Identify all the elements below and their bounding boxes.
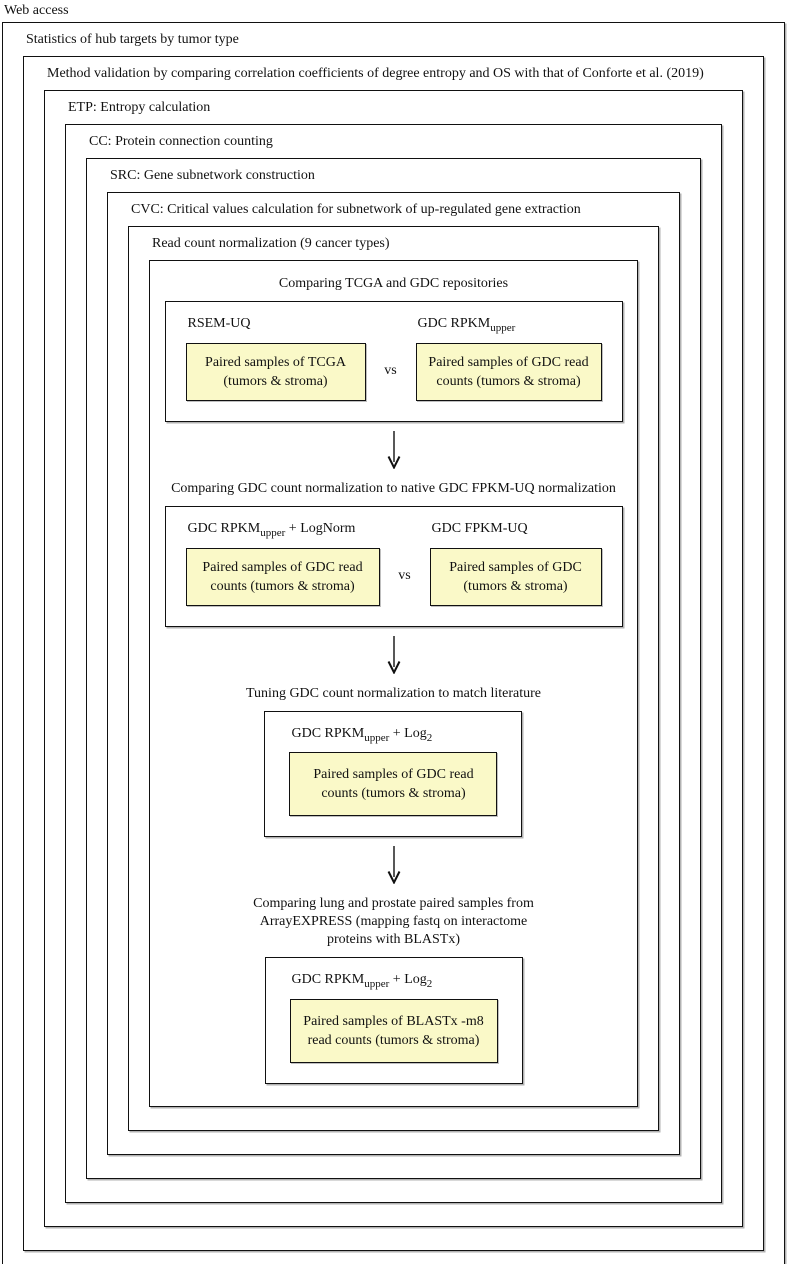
box-statistics-of-hub-targets: Statistics of hub targets by tumor type …: [2, 22, 785, 1264]
web-access-label: Web access: [4, 3, 69, 18]
sample-box-line: counts (tumors & stroma): [321, 786, 466, 802]
box-label-src: SRC: Gene subnetwork construction: [110, 168, 315, 183]
box-src-gene-subnetwork: SRC: Gene subnetwork construction CVC: C…: [86, 158, 701, 1180]
box-label-read-count-normalization: Read count normalization (9 cancer types…: [152, 236, 390, 251]
sample-box: Paired samples of GDC read counts (tumor…: [289, 752, 498, 817]
method-column: GDC FPKM-UQ Paired samples of GDC (tumor…: [429, 519, 602, 606]
down-arrow-icon: [387, 430, 400, 469]
method-column: GDC RPKMupper Paired samples of GDC read…: [415, 314, 602, 401]
box-label-statistics: Statistics of hub targets by tumor type: [26, 32, 239, 47]
method-label-mid: + Log: [389, 972, 427, 988]
stage-comparing-gdc-normalization: Comparing GDC count normalization to nat…: [164, 476, 623, 627]
sample-box-line: Paired samples of GDC read: [313, 767, 474, 783]
sample-box-line: (tumors & stroma): [223, 373, 328, 389]
method-label-base: GDC FPKM-UQ: [431, 520, 528, 536]
method-column: GDC RPKMupper + Log2 Paired samples of B…: [289, 970, 498, 1064]
stage-comparing-tcga-gdc: Comparing TCGA and GDC repositories RSEM…: [164, 271, 623, 422]
method-label: GDC FPKM-UQ: [432, 519, 602, 543]
method-label-base: GDC RPKM: [291, 725, 365, 741]
stage-heading: Comparing lung and prostate paired sampl…: [253, 896, 534, 948]
sample-box-line: read counts (tumors & stroma): [307, 1033, 480, 1049]
stage-tuning-gdc-normalization: Tuning GDC count normalization to match …: [246, 681, 541, 838]
sample-box-line: Paired samples of GDC read: [202, 559, 363, 575]
method-label: GDC RPKMupper + Log2: [291, 724, 497, 748]
stage-box: RSEM-UQ Paired samples of TCGA (tumors &…: [164, 301, 623, 422]
box-label-method-validation: Method validation by comparing correlati…: [47, 66, 704, 81]
method-label-subscript: upper: [364, 978, 390, 991]
box-cvc-critical-values: CVC: Critical values calculation for sub…: [107, 192, 680, 1156]
method-column: GDC RPKMupper + LogNorm Paired samples o…: [185, 519, 380, 606]
stage-heading: Comparing GDC count normalization to nat…: [171, 480, 616, 496]
method-column: GDC RPKMupper + Log2 Paired samples of G…: [289, 724, 498, 817]
method-column: RSEM-UQ Paired samples of TCGA (tumors &…: [185, 314, 366, 401]
down-arrow-icon: [387, 846, 400, 885]
box-label-etp: ETP: Entropy calculation: [68, 100, 211, 115]
method-label-base: RSEM-UQ: [187, 316, 251, 331]
method-label-mid: + LogNorm: [285, 520, 356, 536]
sample-box: Paired samples of TCGA (tumors & stroma): [185, 342, 366, 401]
box-label-cvc: CVC: Critical values calculation for sub…: [131, 202, 581, 217]
box-etp-entropy-calculation: ETP: Entropy calculation CC: Protein con…: [44, 90, 743, 1228]
box-cc-protein-connection-counting: CC: Protein connection counting SRC: Gen…: [65, 124, 722, 1204]
box-method-validation: Method validation by comparing correlati…: [23, 56, 764, 1252]
vs-text: vs: [398, 567, 411, 583]
vs-label: vs: [366, 314, 416, 401]
box-stages-container: Comparing TCGA and GDC repositories RSEM…: [149, 260, 638, 1108]
sample-box: Paired samples of GDC (tumors & stroma): [429, 547, 602, 606]
stage-box: GDC RPKMupper + Log2 Paired samples of B…: [264, 957, 523, 1085]
method-label: GDC RPKMupper: [418, 314, 602, 338]
stage-box: GDC RPKMupper + Log2 Paired samples of G…: [264, 710, 523, 838]
vs-text: vs: [384, 362, 397, 378]
stage-heading: Tuning GDC count normalization to match …: [246, 685, 541, 701]
stage-box: GDC RPKMupper + LogNorm Paired samples o…: [164, 505, 623, 627]
method-label-base: GDC RPKM: [417, 316, 491, 331]
sample-box: Paired samples of GDC read counts (tumor…: [185, 547, 380, 606]
sample-box-line: Paired samples of BLASTx -m8: [303, 1014, 484, 1030]
method-label-base: GDC RPKM: [291, 972, 365, 988]
down-arrow-icon: [387, 635, 400, 674]
method-label: GDC RPKMupper + LogNorm: [188, 519, 380, 543]
method-label-subscript2: 2: [426, 731, 433, 744]
stage-heading: Comparing TCGA and GDC repositories: [278, 276, 509, 291]
sample-box-line: Paired samples of GDC read: [428, 354, 589, 370]
method-label: RSEM-UQ: [188, 314, 366, 338]
sample-box-line: counts (tumors & stroma): [436, 373, 581, 389]
method-label-subscript: upper: [364, 731, 390, 744]
method-label-subscript: upper: [490, 321, 516, 334]
box-label-cc: CC: Protein connection counting: [89, 134, 273, 149]
method-label: GDC RPKMupper + Log2: [292, 970, 498, 994]
stage-comparing-arrayexpress: Comparing lung and prostate paired sampl…: [253, 891, 534, 1085]
sample-box-line: counts (tumors & stroma): [210, 578, 355, 594]
method-label-mid: + Log: [389, 725, 427, 741]
sample-box-line: Paired samples of GDC: [449, 559, 582, 575]
sample-box-line: Paired samples of TCGA: [205, 354, 346, 370]
sample-box-line: (tumors & stroma): [463, 578, 568, 594]
sample-box: Paired samples of BLASTx -m8 read counts…: [289, 999, 498, 1064]
sample-box: Paired samples of GDC read counts (tumor…: [415, 342, 602, 401]
box-read-count-normalization: Read count normalization (9 cancer types…: [128, 226, 659, 1132]
method-label-subscript2: 2: [426, 978, 433, 991]
method-label-base: GDC RPKM: [187, 520, 261, 536]
method-label-subscript: upper: [260, 526, 286, 539]
vs-label: vs: [380, 519, 430, 606]
